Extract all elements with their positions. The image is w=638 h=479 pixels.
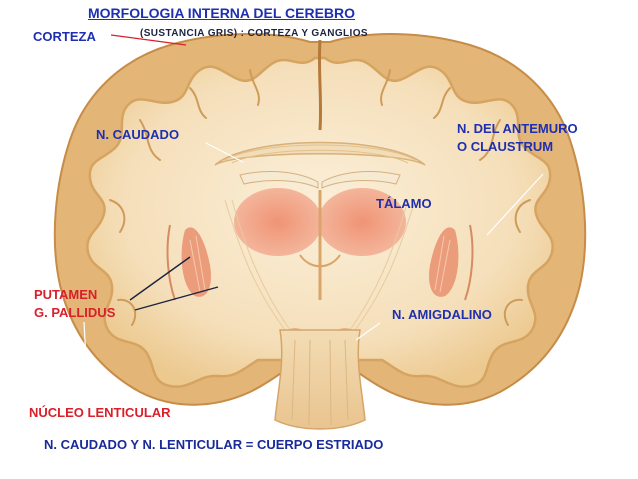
label-nucleo-lenticular: NÚCLEO LENTICULAR	[29, 405, 171, 420]
label-nucleo-amigdalino: N. AMIGDALINO	[392, 307, 492, 322]
brainstem	[274, 329, 366, 430]
lateral-ventricles	[239, 171, 319, 189]
right-thalamus	[318, 188, 406, 256]
label-globo-palido: G. PALLIDUS	[34, 305, 116, 320]
label-corteza: CORTEZA	[33, 29, 96, 44]
diagram-subtitle: (SUSTANCIA GRIS) : CORTEZA Y GANGLIOS	[140, 28, 368, 39]
label-nucleo-caudado: N. CAUDADO	[96, 127, 180, 142]
left-thalamus	[234, 188, 322, 256]
label-putamen: PUTAMEN	[34, 287, 98, 302]
diagram-title: MORFOLOGIA INTERNA DEL CEREBRO	[88, 5, 356, 21]
label-antemuro-line1: N. DEL ANTEMURO	[457, 121, 578, 136]
internal-capsule-fibers	[224, 199, 416, 331]
sulci-lines	[109, 69, 531, 326]
left-claustrum	[166, 224, 176, 301]
footer-note: N. CAUDADO Y N. LENTICULAR = CUERPO ESTR…	[44, 437, 384, 452]
pointer-lines	[83, 34, 544, 397]
label-antemuro-line2: O CLAUSTRUM	[457, 139, 554, 154]
label-talamo: TÁLAMO	[376, 196, 432, 211]
right-claustrum	[464, 224, 474, 301]
longitudinal-fissure	[317, 39, 323, 131]
